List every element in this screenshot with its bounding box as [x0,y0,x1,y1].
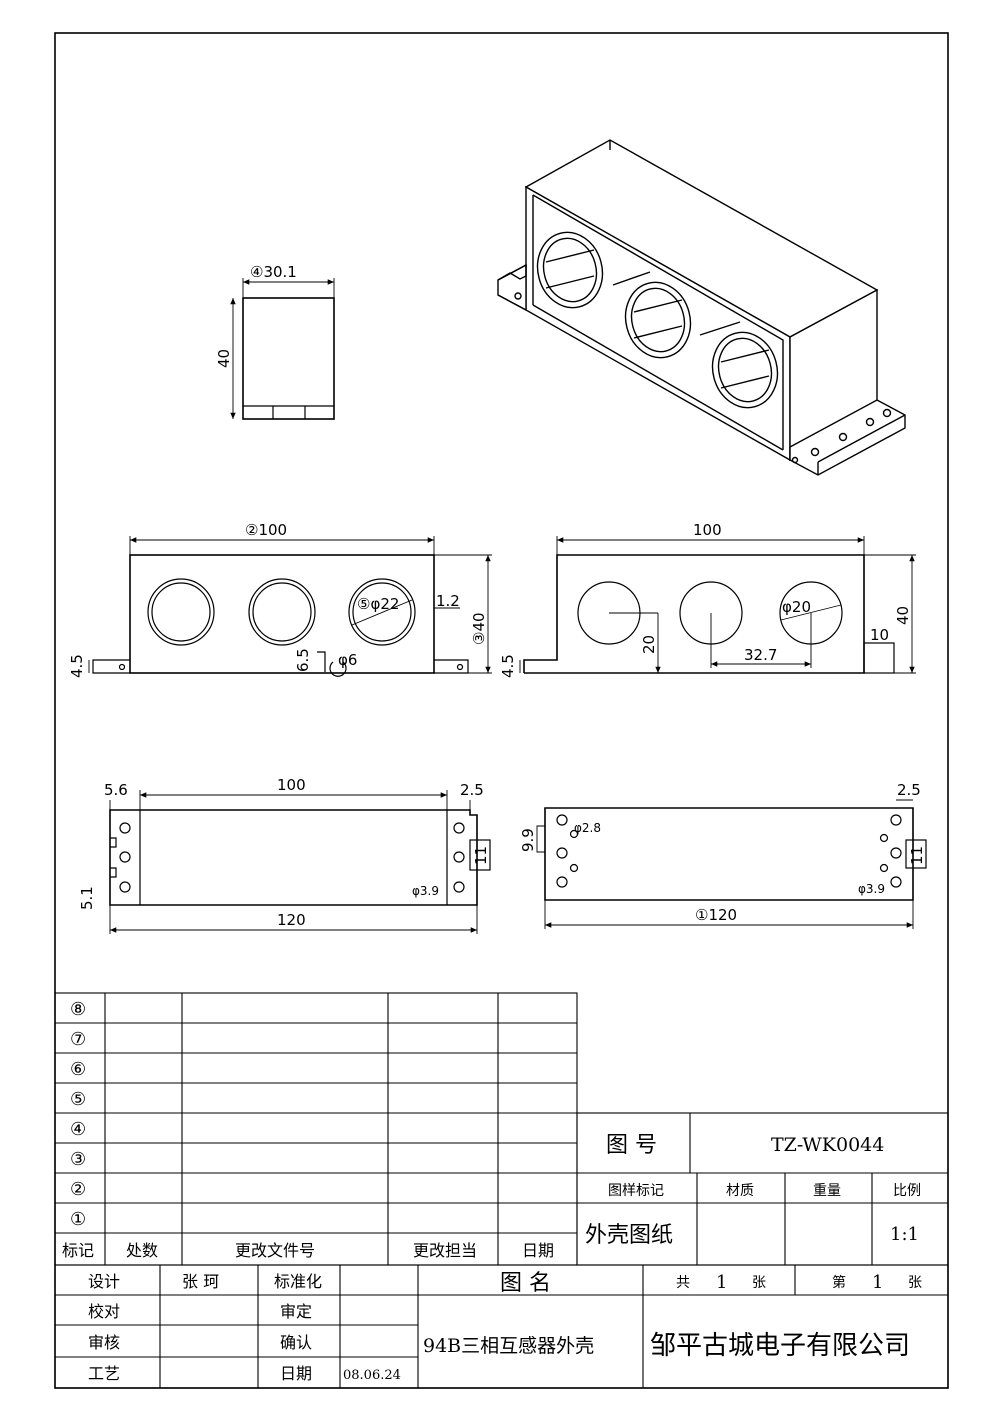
confirm-label: 确认 [280,1333,312,1352]
part-name: 94B三相互感器外壳 [423,1335,594,1357]
designer-name: 张 珂 [182,1272,219,1291]
scale-value: 1:1 [890,1224,919,1245]
front-pin-dim: φ6 [338,651,357,669]
front-height-dim: ③40 [470,612,488,645]
bl-inner-dim: 100 [277,776,306,794]
front-view [88,536,492,677]
drawing-type: 外壳图纸 [585,1223,673,1248]
sheet-number: 1 [872,1272,883,1293]
rear-center-height-dim: 20 [640,635,658,654]
date-label: 日期 [280,1364,312,1383]
rear-overall-dim: 100 [693,521,722,539]
rear-height-dim: 40 [894,606,912,625]
rev-header-mark: 标记 [62,1241,94,1260]
front-wall-dim: 1.2 [436,592,460,610]
rear-view [519,536,916,674]
revision-row-labels: ⑧ ⑦ ⑥ ⑤ ④ ③ ② ① 标记 处数 更改文件号 更改担当 日期 [62,999,554,1260]
br-overall-dim: ①120 [695,906,737,924]
header-material: 材质 [726,1183,754,1199]
review-label: 审定 [280,1302,312,1321]
title-block [54,1112,949,1389]
header-scale: 比例 [893,1183,921,1199]
rear-notch-dim: 10 [870,626,889,644]
br-edge-dim: 2.5 [897,781,921,799]
bottom-right-view [536,799,927,929]
rev-header-count: 处数 [126,1241,158,1260]
total-label-a: 共 [676,1275,690,1291]
rear-pitch-dim: 32.7 [744,646,777,664]
sheet-label-a: 第 [832,1274,846,1291]
rev-row-2: ② [70,1179,86,1200]
date-value: 08.06.24 [343,1368,401,1383]
front-tab-dim: 6.5 [294,648,312,672]
process-label: 工艺 [88,1364,120,1383]
rev-row-4: ④ [70,1119,86,1140]
side-view [230,278,335,420]
sheet-label-b: 张 [908,1275,922,1291]
front-hole-dim: ⑤φ22 [357,595,399,613]
rev-row-8: ⑧ [70,999,86,1020]
title-block-text: 图 号 TZ-WK0044 图样标记 材质 重量 比例 外壳图纸 1:1 设计 … [88,1133,922,1383]
br-gap-dim: 9.9 [519,828,537,852]
rev-row-6: ⑥ [70,1059,86,1080]
bl-end-dim: 5.1 [78,886,96,910]
rev-row-1: ① [70,1209,86,1230]
rev-row-5: ⑤ [70,1089,86,1110]
header-pattern-mark: 图样标记 [608,1183,664,1199]
total-label-b: 张 [752,1275,766,1291]
rev-row-3: ③ [70,1149,86,1170]
name-label: 图 名 [500,1271,551,1296]
side-height-dim: 40 [215,349,233,368]
design-label: 设计 [88,1272,120,1291]
rear-flange-dim: 4.5 [499,654,517,678]
audit-label: 审核 [88,1333,120,1352]
rev-header-doc: 更改文件号 [235,1241,315,1260]
drawing-no-label: 图 号 [606,1133,657,1158]
front-overall-dim: ②100 [245,521,287,539]
br-small-hole-dim: φ2.8 [574,821,601,835]
company-name: 邹平古城电子有限公司 [650,1331,910,1361]
bl-edge2-dim: 2.5 [460,781,484,799]
isometric-view [497,139,906,476]
br-hole-dim: φ3.9 [858,882,885,896]
check-label: 校对 [88,1302,120,1321]
revision-table [54,992,578,1266]
bottom-left-view [109,790,491,934]
bl-overall-dim: 120 [277,911,306,929]
rev-row-7: ⑦ [70,1029,86,1050]
br-slot-dim: 11 [908,846,926,865]
header-weight: 重量 [813,1183,841,1199]
rear-hole-dim: φ20 [782,598,811,616]
drawing-no: TZ-WK0044 [771,1134,884,1156]
total-sheets: 1 [716,1272,727,1293]
rev-header-owner: 更改担当 [413,1241,477,1260]
side-width-dim: ④30.1 [250,263,297,281]
front-flange-dim: 4.5 [68,654,86,678]
rev-header-date: 日期 [522,1241,554,1260]
bl-hole-dim: φ3.9 [412,884,439,898]
bl-edge-dim: 5.6 [104,781,128,799]
standard-label: 标准化 [274,1272,322,1291]
bl-slot-dim: 11 [472,846,490,865]
